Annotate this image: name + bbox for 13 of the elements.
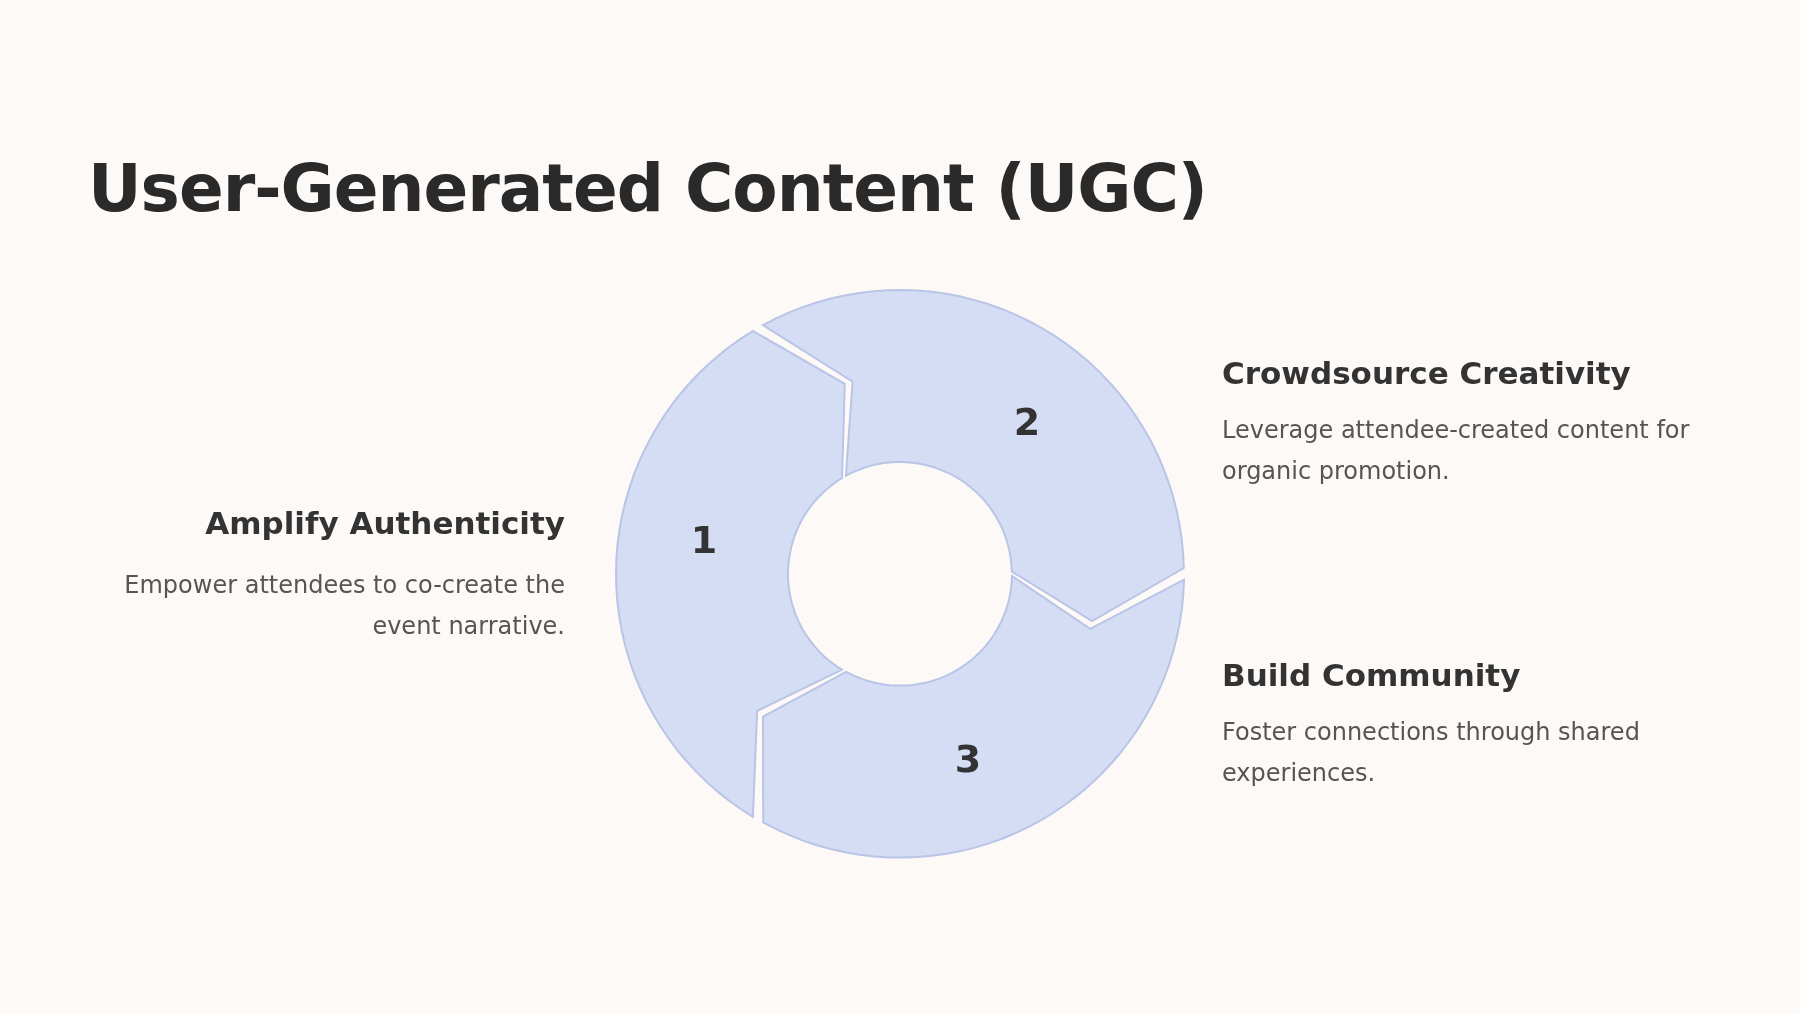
step-heading: Amplify Authenticity: [205, 505, 565, 541]
step-number: 1: [690, 518, 718, 562]
step-number: 2: [1013, 400, 1041, 444]
step-heading: Crowdsource Creativity: [1222, 355, 1631, 391]
step-description: Foster connections through shared experiences.: [1222, 717, 1641, 789]
step-heading: Build Community: [1222, 657, 1521, 693]
ring-segment: [760, 574, 1186, 860]
step-number: 3: [954, 737, 982, 781]
title: User-Generated Content (UGC): [88, 150, 1207, 227]
step-description: Leverage attendee-created content for organic promotion.: [1222, 415, 1691, 487]
ring-segment: [614, 329, 847, 819]
ring-segment: [761, 288, 1186, 624]
step-description: Empower attendees to co-create the event narrative.: [123, 570, 565, 642]
